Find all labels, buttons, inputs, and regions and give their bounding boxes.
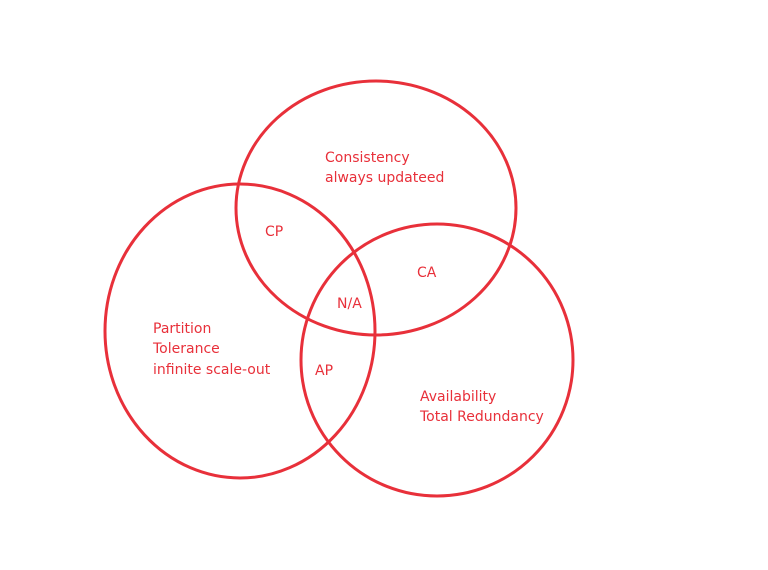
center-intersection-label: N/A — [337, 296, 362, 312]
ca-intersection-label: CA — [417, 265, 437, 281]
partition-tolerance-circle — [103, 182, 377, 480]
consistency-circle — [234, 79, 518, 337]
availability-circle — [299, 222, 575, 498]
consistency-title: Consistency — [325, 150, 410, 166]
consistency-subtitle: always updateed — [325, 170, 444, 186]
cp-intersection-label: CP — [265, 224, 283, 240]
ap-intersection-label: AP — [315, 363, 333, 379]
partition-title-line2: Tolerance — [152, 341, 220, 357]
availability-subtitle: Total Redundancy — [419, 409, 544, 425]
partition-subtitle: infinite scale-out — [153, 362, 271, 378]
partition-title-line1: Partition — [153, 321, 211, 337]
availability-title: Availability — [420, 389, 496, 405]
